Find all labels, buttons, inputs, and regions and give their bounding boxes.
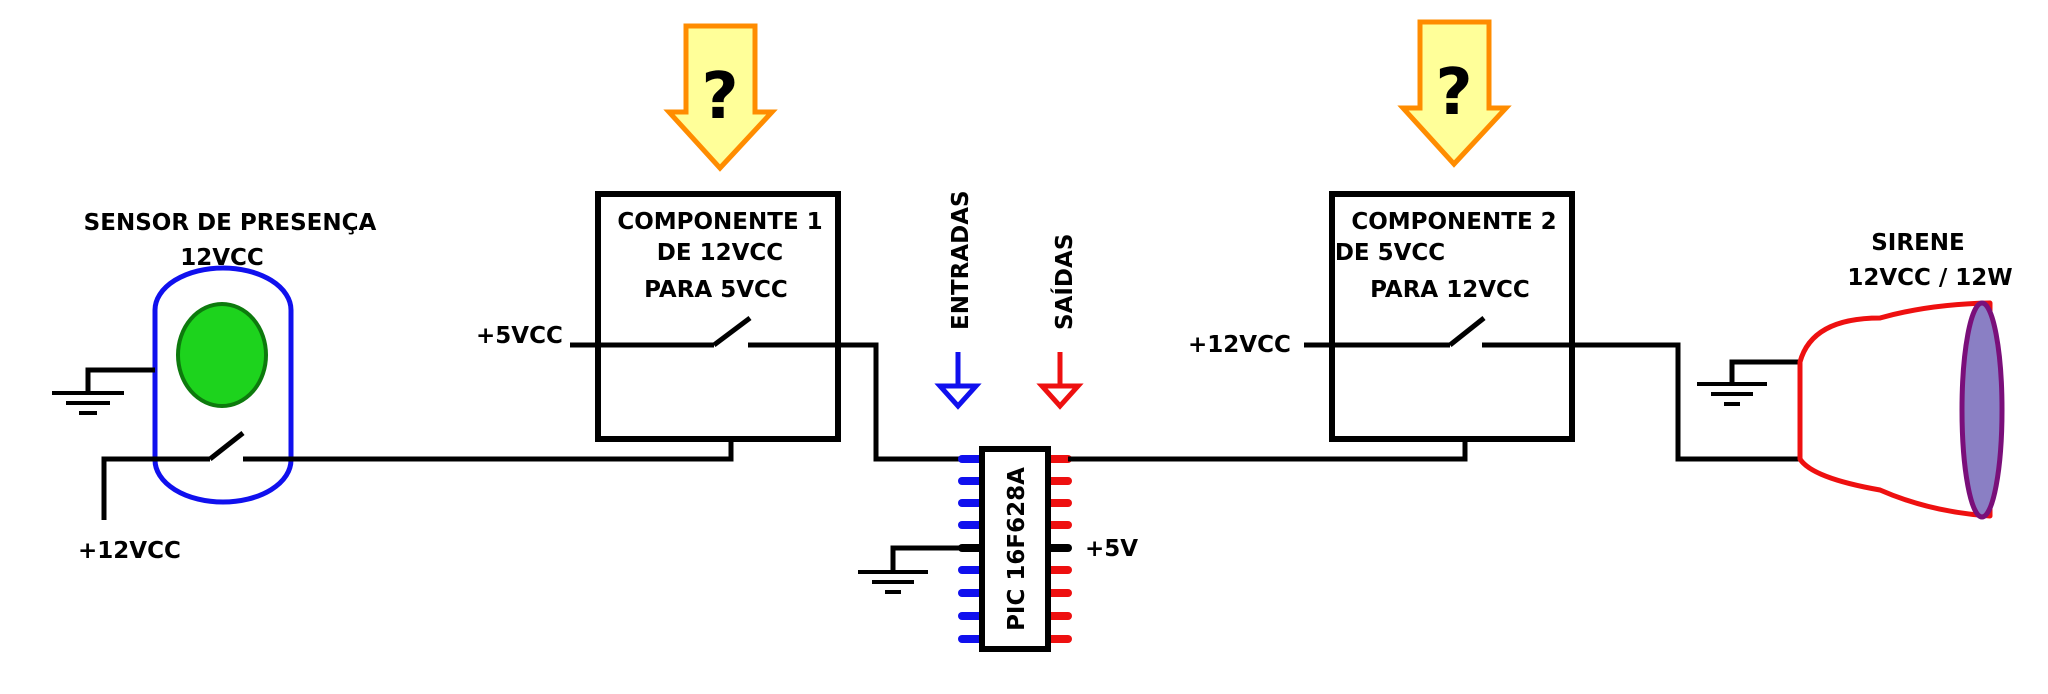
question-arrow-icon [663,23,778,172]
component-1: ? COMPONENTE 1 DE 12VCC PARA 5VCC +5VCC [476,23,960,462]
component-1-switch-icon [712,316,752,347]
question-arrow-icon [1397,19,1512,168]
output-arrow-icon [1036,352,1084,410]
component-2: ? COMPONENTE 2 DE 5VCC PARA 12VCC +12VCC [1188,19,1800,462]
pic-ground-wire [890,545,962,572]
siren-rating: 12VCC / 12W [1847,265,2012,291]
component-2-line2: DE 5VCC [1335,240,1445,266]
ground-icon [858,570,928,594]
component-1-line2: DE 12VCC [657,240,783,266]
pic-output-pins [1044,455,1072,643]
pic-inputs-label: ENTRADAS [948,190,974,330]
wire-pic-to-comp2 [1068,438,1468,462]
pic-input-pins [958,455,986,643]
sensor-ground-wire [85,367,155,393]
pic-name: PIC 16F628A [1004,467,1030,631]
siren-ground-wire [1729,359,1800,384]
presence-sensor: SENSOR DE PRESENÇA 12VCC +12VCC [52,210,377,564]
sensor-supply-wire [101,456,210,520]
component-2-input-label: +12VCC [1188,332,1291,358]
component-2-line3: PARA 12VCC [1370,277,1530,303]
sensor-switch-icon [208,431,245,461]
siren: SIRENE 12VCC / 12W [1697,230,2013,520]
component-1-output-wire [748,342,960,462]
ground-icon [1697,382,1767,406]
ground-icon [52,391,124,415]
component-2-box [1329,191,1575,442]
pic-outputs-label: SAÍDAS [1050,234,1078,330]
input-arrow-icon [934,352,982,410]
component-1-line1: COMPONENTE 1 [617,209,822,235]
component-2-switch-icon [1448,316,1486,347]
sensor-title: SENSOR DE PRESENÇA [84,210,377,236]
pic-supply-label: +5V [1085,536,1138,562]
component-2-output-wire [1482,342,1800,462]
wire-sensor-to-comp1 [243,438,734,462]
sensor-supply-label: +12VCC [78,538,181,564]
component-1-input-label: +5VCC [476,323,563,349]
pic-chip-body [979,446,1051,652]
question-mark-1: ? [701,60,738,134]
question-mark-2: ? [1435,56,1472,130]
component-1-box [595,191,841,442]
component-1-line3: PARA 5VCC [644,277,788,303]
led-indicator-icon [176,302,268,408]
component-2-line1: COMPONENTE 2 [1351,209,1556,235]
siren-face-icon [1959,300,2005,520]
siren-title: SIRENE [1871,230,1965,256]
pic-microcontroller: PIC 16F628A +5V ENTRADAS SAÍDAS [858,190,1138,652]
